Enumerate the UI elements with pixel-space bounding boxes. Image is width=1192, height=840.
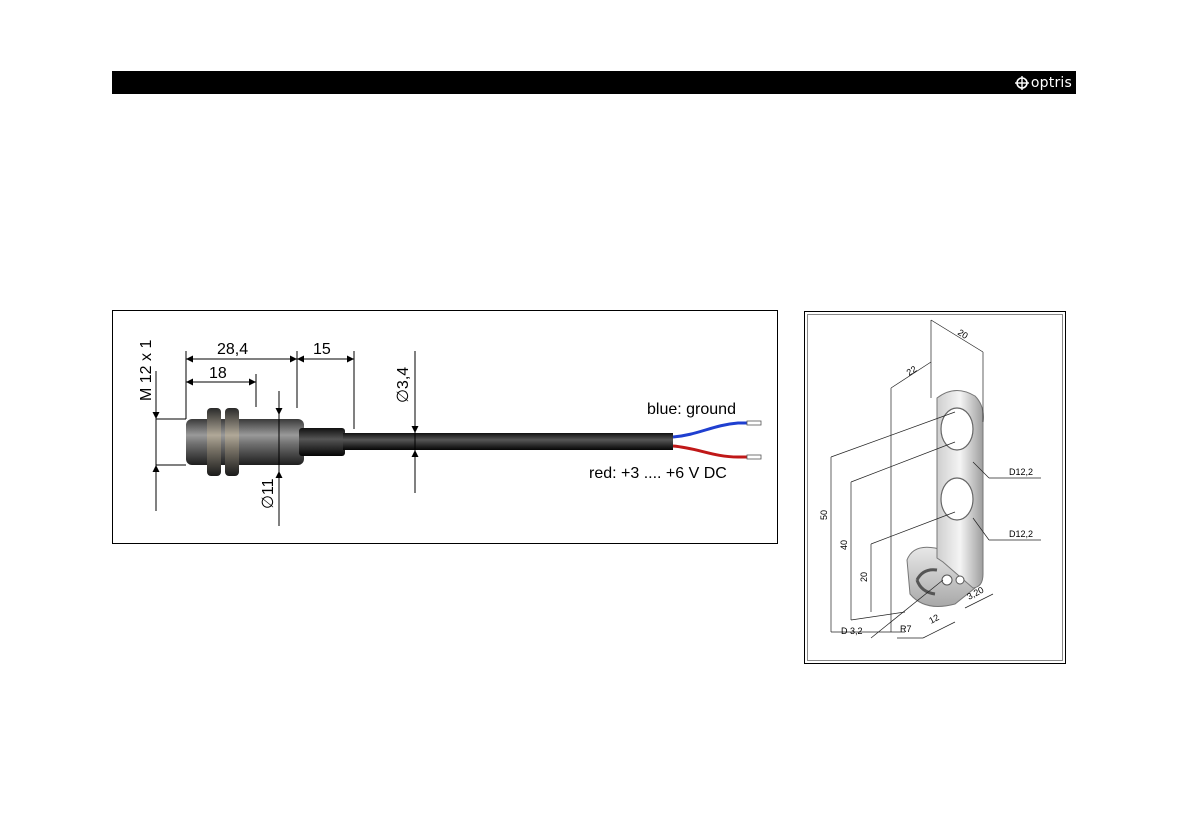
bracket-hole-lower: D12,2 [1009,529,1033,539]
wire-red-label: red: +3 .... +6 V DC [589,465,727,482]
wires [673,421,761,459]
wire-blue-label: blue: ground [647,401,736,418]
bracket-drawing-panel: 20 22 50 40 20 D12,2 D12,2 D 3,2 R7 12 3… [804,311,1066,664]
bracket-body [907,390,983,606]
bracket-dim-depth: 22 [905,364,919,378]
bracket-dim-20: 20 [859,572,869,582]
wire-blue [673,423,748,437]
cable-sleeve [299,428,345,456]
header-bar: optris [112,71,1076,94]
bracket-slot-hole: D 3,2 [841,626,863,636]
dim-length-total: 28,4 [217,341,248,358]
bracket-dim-50: 50 [819,510,829,520]
bracket-radius: R7 [900,624,912,634]
sensor-drawing: M 12 x 1 28,4 18 15 ∅3,4 ∅11 blue: groun… [113,311,779,545]
dim-length-thread: 18 [209,365,227,382]
brand-name: optris [1031,75,1072,91]
dim-cable-diameter: ∅3,4 [395,367,412,403]
crosshair-logo-icon [1015,76,1029,90]
brand: optris [1015,71,1072,94]
bracket-hole-upper: D12,2 [1009,467,1033,477]
bracket-dim-40: 40 [839,540,849,550]
sensor-drawing-panel: M 12 x 1 28,4 18 15 ∅3,4 ∅11 blue: groun… [112,310,778,544]
lock-nut-1 [207,408,221,476]
dim-body-diameter: ∅11 [260,478,277,509]
dim-cable-sleeve: 15 [313,341,331,358]
wire-tip-red [747,455,761,459]
wire-red [673,446,748,457]
upper-hole [941,408,973,450]
bracket-drawing: 20 22 50 40 20 D12,2 D12,2 D 3,2 R7 12 3… [805,312,1067,665]
lower-hole [941,478,973,520]
cable [343,433,673,450]
lock-nut-2 [225,408,239,476]
thread-label: M 12 x 1 [138,340,155,401]
wire-tip-blue [747,421,761,425]
bracket-dim-width: 20 [956,327,970,341]
bracket-dim-slot: 12 [927,612,941,626]
